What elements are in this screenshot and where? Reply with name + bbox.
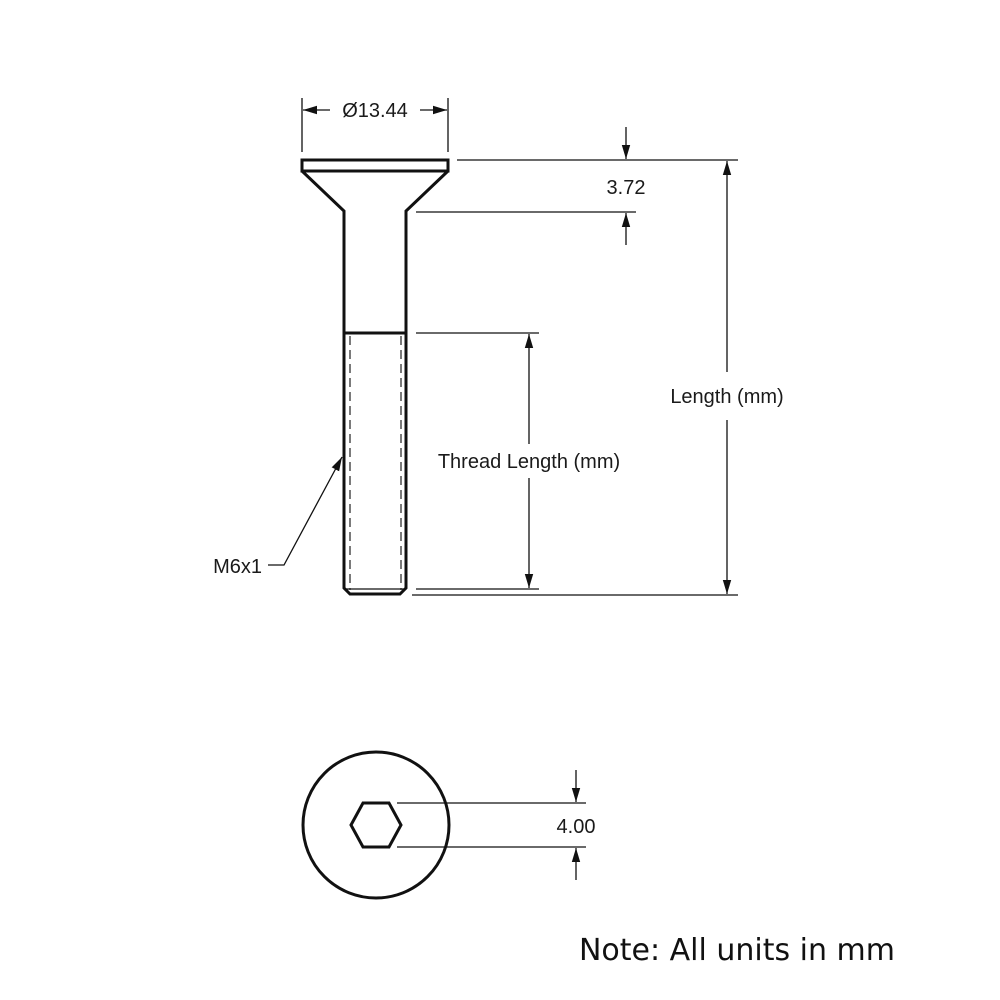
- threaded-body: [342, 333, 408, 596]
- head-height-dimension: 3.72: [416, 127, 738, 245]
- thread-length-label: Thread Length (mm): [438, 451, 620, 473]
- screw-side-view: [300, 158, 450, 596]
- head-height-label: 3.72: [607, 177, 646, 199]
- screw-head-top: [300, 158, 450, 173]
- thread-length-dimension: Thread Length (mm): [416, 332, 620, 590]
- head-diameter-dimension: Ø13.44: [301, 98, 449, 152]
- hex-socket-icon: [349, 801, 403, 849]
- overall-length-label: Length (mm): [670, 386, 783, 408]
- units-note: Note: All units in mm: [579, 933, 895, 968]
- head-outline-circle: [301, 750, 451, 900]
- screw-head-cone: [300, 169, 450, 333]
- thread-callout-label: M6x1: [213, 556, 262, 578]
- overall-length-dimension: Length (mm): [412, 161, 784, 596]
- thread-callout: M6x1: [213, 456, 343, 578]
- hex-socket-label: 4.00: [557, 816, 596, 838]
- screw-end-view: [301, 750, 451, 900]
- head-diameter-label: Ø13.44: [342, 100, 408, 122]
- hex-socket-dimension: 4.00: [397, 770, 595, 880]
